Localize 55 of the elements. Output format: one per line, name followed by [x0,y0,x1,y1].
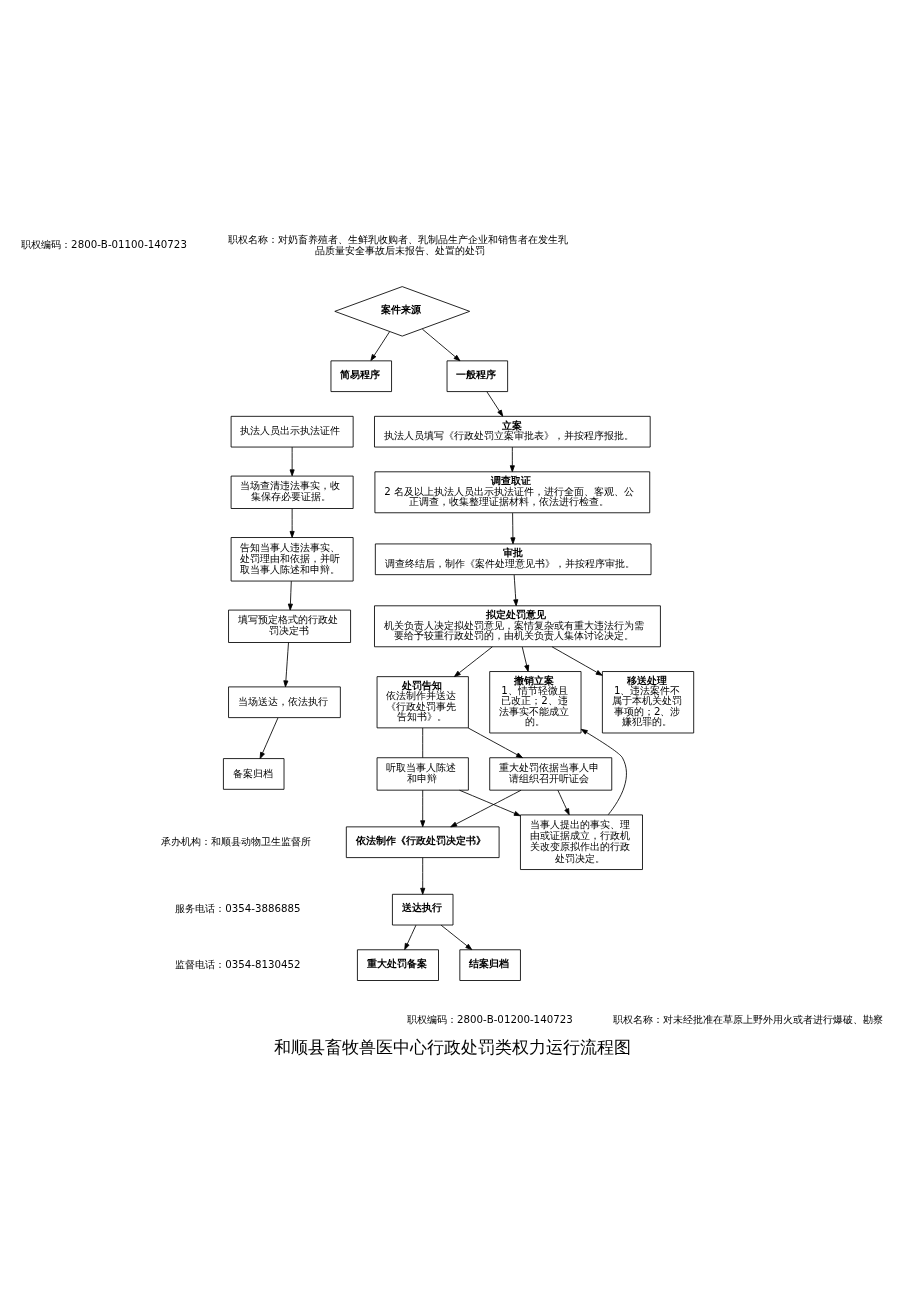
caption: 和顺县畜牧兽医中心行政处罚类权力运行流程图 [274,1036,632,1057]
arrow [259,717,279,759]
node-box: 告知当事人违法事实、处罚理由和依据，并听取当事人陈述和申辩。 [230,536,354,581]
arrow [287,580,293,610]
arrow [467,727,523,758]
arrow [421,328,461,361]
arrow [283,641,289,687]
arrow [420,856,426,895]
node-diamond: 案件来源 [334,285,471,337]
arrow [513,574,519,606]
node-box: 当场送达，依法执行 [228,685,341,718]
node-box: 拟定处罚意见 机关负责人决定拟处罚意见，案情复杂或有重大违法行为需要给予较重行政处罚的，由机关负责人集体讨论决定。 [374,604,661,647]
arrow [557,789,570,815]
node-box: 重大处罚备案 [357,948,439,981]
label: 承办机构：和顺县动物卫生监督所 [161,834,312,847]
node-box: 当事人提出的事实、理由或证据成立，行政机关改变原拟作出的行政处罚决定。 [520,814,643,870]
node-box: 当场查清违法事实，收集保存必要证据。 [230,475,354,509]
node-box: 听取当事人陈述和申辩 [376,756,469,791]
arrow [450,789,522,827]
arrow [404,924,417,950]
arrow [551,645,603,676]
label: 职权名称：对奶畜养殖者、生鲜乳收购者、乳制品生产企业和销售者在发生乳品质量安全事故后未报告、处置的处罚 [227,232,568,256]
label: 职权编码：2800-B-01100-140723 [21,237,187,250]
label: 职权名称：对未经批准在草原上野外用火或者进行爆破、勘察 [613,1012,884,1025]
arrow [454,645,493,677]
arrow [289,507,295,538]
node-box: 处罚告知 依法制作并送达《行政处罚事先告知书》。 [376,675,469,728]
node-box: 撤销立案 1、情节轻微且已改正；2、违法事实不能成立的。 [489,670,582,733]
node-box: 简易程序 [330,359,392,392]
node-box: 填写预定格式的行政处罚决定书 [228,609,351,643]
node-box: 审批 调查终结后，制作《案件处理意见书》，并按程序审批。 [374,543,652,575]
node-box: 立案 执法人员填写《行政处罚立案审批表》，并按程序报批。 [374,415,651,447]
node-box: 调查取证 2 名及以上执法人员出示执法证件，进行全面、客观、公正调查，收集整理证据材料，依法进行检查。 [374,470,651,513]
arrow [486,390,504,417]
arrow [509,446,515,472]
arrow [521,646,530,672]
node-box: 备案归档 [223,757,285,790]
label: 服务电话：0354-3886885 [175,901,301,914]
label: 职权编码：2800-B-01200-140723 [406,1012,573,1025]
node-box: 送达执行 [392,893,454,925]
arrow [440,924,473,950]
arrow [459,789,521,816]
node-box: 依法制作《行政处罚决定书》 [345,825,500,858]
arrow [510,512,516,544]
node-box: 一般程序 [446,359,509,392]
arrow [289,446,295,476]
arrow [420,789,426,827]
node-box: 重大处罚依据当事人申请组织召开听证会 [489,756,613,791]
arrow [580,728,627,815]
connector [422,727,424,758]
label: 监督电话：0354-8130452 [175,957,301,970]
arrow [370,330,390,361]
node-box: 移送处理 1、违法案件不属于本机关处罚事项的；2、涉嫌犯罪的。 [601,670,695,733]
node-box: 结案归档 [459,948,521,981]
node-box: 执法人员出示执法证件 [230,415,354,447]
